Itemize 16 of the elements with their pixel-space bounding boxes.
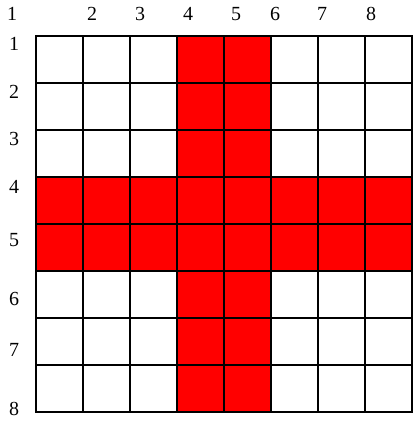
row-number: 7: [9, 340, 19, 360]
column-number: 6: [270, 4, 280, 24]
column-number: 1: [7, 4, 17, 24]
row-number: 2: [9, 82, 19, 102]
column-number: 7: [317, 4, 327, 24]
row-number: 8: [9, 399, 19, 419]
row-number: 6: [9, 289, 19, 309]
column-number: 4: [183, 4, 193, 24]
row-number: 1: [9, 34, 19, 54]
row-number: 3: [9, 129, 19, 149]
column-number: 2: [87, 4, 97, 24]
column-number: 5: [231, 4, 241, 24]
column-number: 8: [366, 4, 376, 24]
row-number: 5: [9, 230, 19, 250]
column-number: 3: [135, 4, 145, 24]
row-number: 4: [9, 177, 19, 197]
